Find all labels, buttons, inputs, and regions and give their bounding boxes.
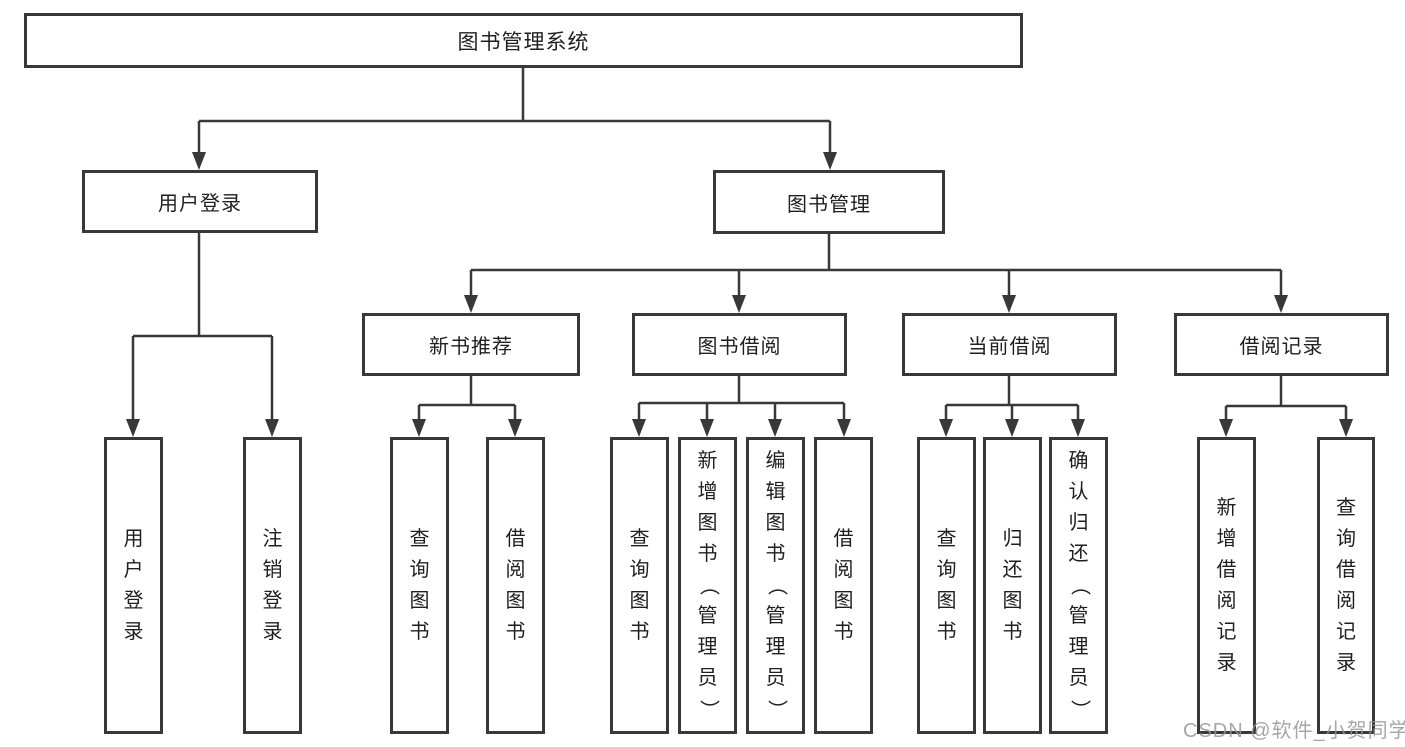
- leaf-add-borrow-record: 新增借阅记录: [1197, 437, 1256, 734]
- node-book-management: 图书管理: [713, 170, 945, 234]
- node-label: 图书借阅: [697, 336, 782, 358]
- connector-book-management-to-level3: [469, 234, 1283, 297]
- leaf-borrow-books-newbook: 借阅图书: [486, 437, 545, 734]
- leaf-confirm-return-admin: 确认归还（管理员）: [1049, 437, 1108, 734]
- node-label: 用户登录: [158, 193, 242, 215]
- leaf-label: 查询图书: [409, 527, 430, 643]
- node-user-login: 用户登录: [82, 170, 318, 233]
- node-label: 借阅记录: [1239, 336, 1324, 358]
- node-label: 当前借阅: [967, 336, 1052, 358]
- leaf-label: 查询图书: [936, 527, 957, 643]
- leaf-edit-book-admin: 编辑图书（管理员）: [746, 437, 805, 734]
- leaf-label: 新增借阅记录: [1216, 496, 1237, 674]
- node-library-management-system: 图书管理系统: [24, 13, 1023, 68]
- leaf-label: 新增图书（管理员）: [697, 450, 719, 720]
- connector-borrow-to-leaves: [637, 376, 846, 421]
- node-borrowing-records: 借阅记录: [1174, 313, 1389, 376]
- leaf-label: 查询借阅记录: [1336, 496, 1356, 674]
- connector-root-to-level2: [197, 68, 832, 154]
- connector-records-to-leaves: [1224, 376, 1348, 421]
- leaf-query-borrow-record: 查询借阅记录: [1317, 437, 1375, 734]
- leaf-label: 编辑图书（管理员）: [765, 450, 787, 720]
- leaf-label: 借阅图书: [505, 527, 526, 643]
- leaf-query-books-borrow: 查询图书: [610, 437, 669, 734]
- leaf-return-books: 归还图书: [983, 437, 1042, 734]
- node-label: 图书管理系统: [457, 30, 590, 54]
- leaf-label: 归还图书: [1002, 527, 1023, 643]
- connector-newbook-to-leaves: [417, 376, 517, 421]
- leaf-user-login: 用户登录: [104, 437, 163, 734]
- leaf-label: 确认归还（管理员）: [1068, 450, 1090, 720]
- leaf-label: 注销登录: [262, 527, 283, 643]
- leaf-borrow-books-borrow: 借阅图书: [814, 437, 873, 734]
- connector-current-to-leaves: [944, 376, 1080, 421]
- arrowheads: [126, 152, 1353, 437]
- leaf-label: 借阅图书: [833, 527, 854, 643]
- watermark: CSDN @软件_小贺同学: [1183, 720, 1405, 742]
- node-label: 新书推荐: [429, 336, 513, 358]
- node-label: 图书管理: [787, 193, 871, 216]
- leaf-logout: 注销登录: [243, 437, 302, 734]
- leaf-add-book-admin: 新增图书（管理员）: [678, 437, 737, 734]
- leaf-label: 查询图书: [629, 527, 650, 643]
- node-book-borrowing: 图书借阅: [632, 313, 847, 376]
- node-current-borrowing: 当前借阅: [902, 313, 1117, 376]
- leaf-query-books-newbook: 查询图书: [390, 437, 449, 734]
- leaf-query-books-current: 查询图书: [917, 437, 976, 734]
- connector-user-login-to-leaves: [131, 233, 274, 421]
- leaf-label: 用户登录: [123, 527, 144, 643]
- node-new-book-recommendation: 新书推荐: [362, 313, 580, 376]
